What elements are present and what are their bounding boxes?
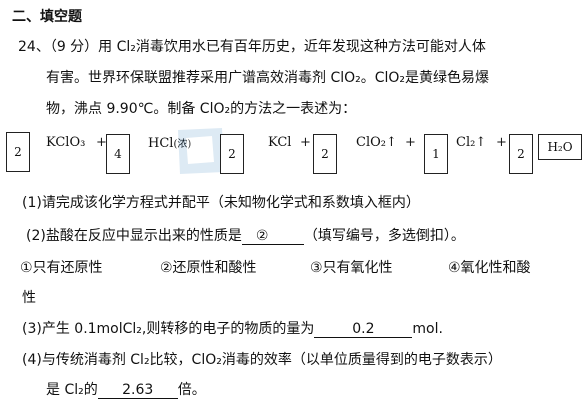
plus-sign: +: [96, 135, 107, 150]
q2-text: (2)盐酸在反应中显示出来的性质是: [26, 228, 242, 244]
plus-sign: +: [300, 135, 311, 150]
coefficient-box-6: 2: [509, 134, 533, 174]
sub-question-4: (4)与传统消毒剂 Cl₂比较，ClO₂消毒的效率（以单位质量得到的电子数表示）: [22, 352, 502, 368]
formula-hcl: HCl(浓): [148, 135, 191, 151]
q2-answer: ②: [241, 228, 304, 245]
coefficient-box-4: 2: [313, 134, 337, 174]
box-value: 4: [114, 147, 122, 161]
option-4-continued: 性: [22, 290, 36, 306]
coefficient-box-2: 4: [106, 134, 130, 174]
formula-text: HCl: [148, 136, 174, 151]
formula-subscript: (浓): [173, 139, 191, 150]
box-value: 2: [228, 147, 236, 161]
formula-kcl: KCl: [268, 135, 292, 150]
question-line-2: 有害。世界环保联盟推荐采用广谱高效消毒剂 ClO₂。ClO₂是黄绿色易爆: [46, 70, 490, 86]
option-4: ④氧化性和酸: [448, 260, 531, 276]
sub-question-1: (1)请完成该化学方程式并配平（未知物化学式和系数填入框内）: [22, 195, 420, 211]
q4-suffix: 倍。: [177, 382, 206, 398]
option-3: ③只有氧化性: [310, 260, 393, 276]
formula-kclo3: KClO₃: [46, 135, 86, 150]
box-value: 2: [14, 145, 22, 159]
coefficient-box-3: 2: [220, 134, 244, 174]
formula-clo2: ClO₂↑: [356, 135, 397, 150]
option-1: ①只有还原性: [20, 260, 103, 276]
q3-unit: mol.: [412, 321, 443, 337]
section-title: 二、填空题: [12, 9, 82, 25]
watermark-logo: [178, 128, 224, 174]
q4-text: 是 Cl₂的: [46, 382, 98, 398]
coefficient-box-1: 2: [6, 132, 30, 172]
q4-answer: 2.63: [97, 382, 178, 399]
box-value: 2: [517, 147, 525, 161]
coefficient-box-5: 1: [424, 134, 448, 174]
product-box-water: H₂O: [538, 134, 582, 160]
plus-sign: +: [405, 135, 416, 150]
box-value: 2: [321, 147, 329, 161]
plus-sign: +: [496, 135, 507, 150]
formula-cl2: Cl₂↑: [456, 135, 487, 150]
q3-text: (3)产生 0.1molCl₂,则转移的电子的物质的量为: [22, 321, 315, 337]
box-value: 1: [432, 147, 440, 161]
box-value: H₂O: [547, 140, 573, 154]
q3-answer: 0.2: [314, 321, 413, 338]
option-2: ②还原性和酸性: [160, 260, 257, 276]
question-line-3: 物，沸点 9.90℃。制备 ClO₂的方法之一表述为：: [46, 101, 357, 117]
q2-note: （填写编号，多选倒扣）。: [303, 228, 465, 244]
question-line-1: 24、（9 分）用 Cl₂消毒饮用水已有百年历史，近年发现这种方法可能对人体: [18, 39, 486, 55]
